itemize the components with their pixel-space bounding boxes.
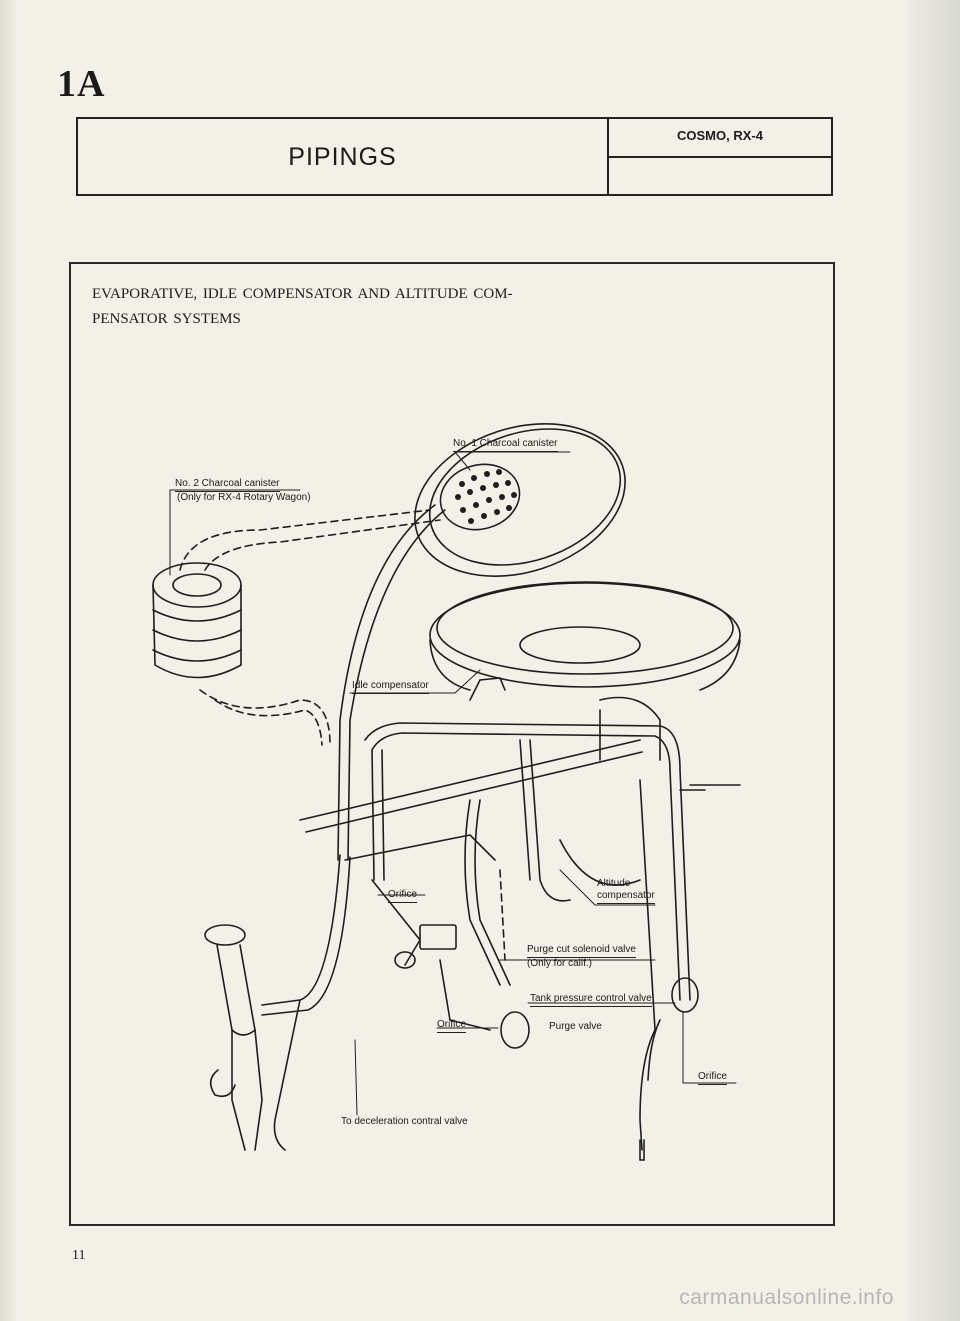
engine-hint-drawing [599, 696, 661, 761]
callout-purge-cut-valve-note: (Only for calif.) [527, 958, 593, 969]
page-gutter-shade [0, 0, 18, 1321]
callout-idle-compensator: Idle compensator [352, 680, 429, 694]
callout-tank-pressure-valve: Tank pressure control valve [530, 993, 652, 1007]
dashed-hoses [179, 509, 506, 961]
watermark: carmanualsonline.info [679, 1286, 894, 1309]
model-label: COSMO, RX-4 [677, 128, 763, 143]
callout-altitude-compensator: Altitude compensator [597, 878, 655, 904]
callout-no2-canister-note: (Only for RX-4 Rotary Wagon) [177, 492, 311, 503]
header-divider-horizontal [609, 156, 831, 158]
page-edge [908, 0, 960, 1321]
page-number: 11 [72, 1248, 86, 1263]
callout-orifice-upper: Orifice [388, 889, 417, 903]
figure-frame [69, 262, 835, 1226]
no2-canister-drawing [152, 562, 242, 679]
callout-purge-valve: Purge valve [549, 1021, 602, 1032]
section-number: 1A [57, 63, 106, 105]
figure-heading-line-1: EVAPORATIVE, IDLE COMPENSATOR AND ALTITU… [92, 286, 513, 302]
hose-lines [261, 504, 691, 1151]
header-divider [607, 119, 609, 194]
filler-neck-drawing [204, 924, 263, 1151]
header-table: PIPINGS COSMO, RX-4 [76, 117, 833, 196]
page-title: PIPINGS [288, 143, 397, 171]
figure-heading: EVAPORATIVE, IDLE COMPENSATOR AND ALTITU… [92, 282, 612, 332]
callout-orifice-right: Orifice [698, 1071, 727, 1085]
figure-heading-line-2: PENSATOR SYSTEMS [92, 311, 241, 327]
callout-no1-canister: No. 1 Charcoal canister [453, 438, 558, 452]
no1-canister-drawing [414, 423, 626, 577]
callout-orifice-lower: Orifice [437, 1019, 466, 1033]
callout-altitude-compensator-line-1: Altitude [597, 878, 631, 889]
callout-purge-cut-valve: Purge cut solenoid valve [527, 944, 636, 958]
callout-no2-canister: No. 2 Charcoal canister [175, 478, 280, 492]
valves-drawing [394, 677, 741, 1161]
callout-decel-valve: To deceleration contral valve [341, 1116, 468, 1127]
air-cleaner-drawing [429, 581, 741, 691]
callout-altitude-compensator-line-2: compensator [597, 890, 655, 904]
